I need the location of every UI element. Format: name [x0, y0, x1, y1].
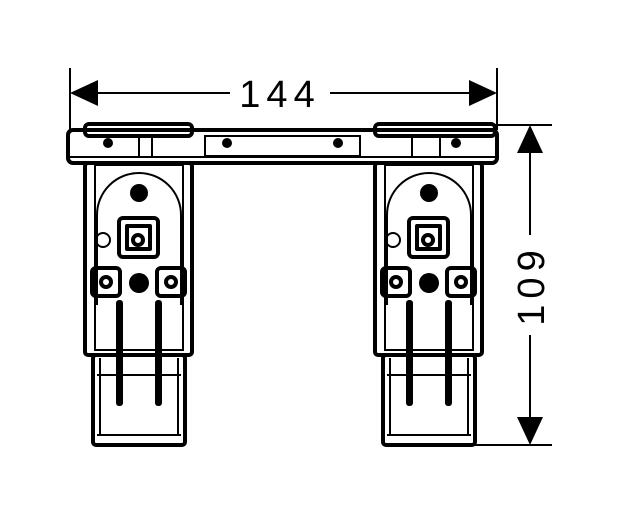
nut-hole — [99, 275, 113, 289]
rail-hole — [222, 138, 232, 148]
arrowhead-left — [70, 80, 98, 106]
rail-hole — [103, 138, 113, 148]
nut-right — [155, 266, 187, 298]
rail-center-slot — [204, 135, 361, 157]
module-oval-plate — [96, 172, 182, 305]
mounting-rail — [66, 122, 499, 165]
valve-module-right — [373, 161, 484, 447]
nut-left — [90, 266, 122, 298]
rail-hole — [333, 138, 343, 148]
screw-icon — [130, 184, 148, 202]
valve-spindle — [131, 233, 145, 247]
width-dimension: 144 — [69, 68, 498, 132]
arrowhead-top — [517, 125, 543, 153]
module-inner-frame — [94, 164, 184, 351]
rail-bar — [66, 128, 499, 165]
screw-icon — [129, 273, 149, 293]
valve-module-left — [83, 161, 194, 447]
width-dimension-label: 144 — [239, 74, 320, 116]
nut-hole — [164, 275, 178, 289]
arrowhead-bottom — [517, 417, 543, 445]
height-dimension: 109 — [470, 124, 553, 446]
small-hole — [95, 232, 111, 248]
valve-square-outer — [117, 216, 160, 259]
arrowhead-right — [469, 80, 497, 106]
valve-square-inner — [125, 224, 152, 251]
rail-hole — [451, 138, 461, 148]
lower-box — [91, 353, 187, 447]
height-dimension-label: 109 — [511, 244, 553, 325]
valve-module-right-copy — [373, 161, 484, 447]
